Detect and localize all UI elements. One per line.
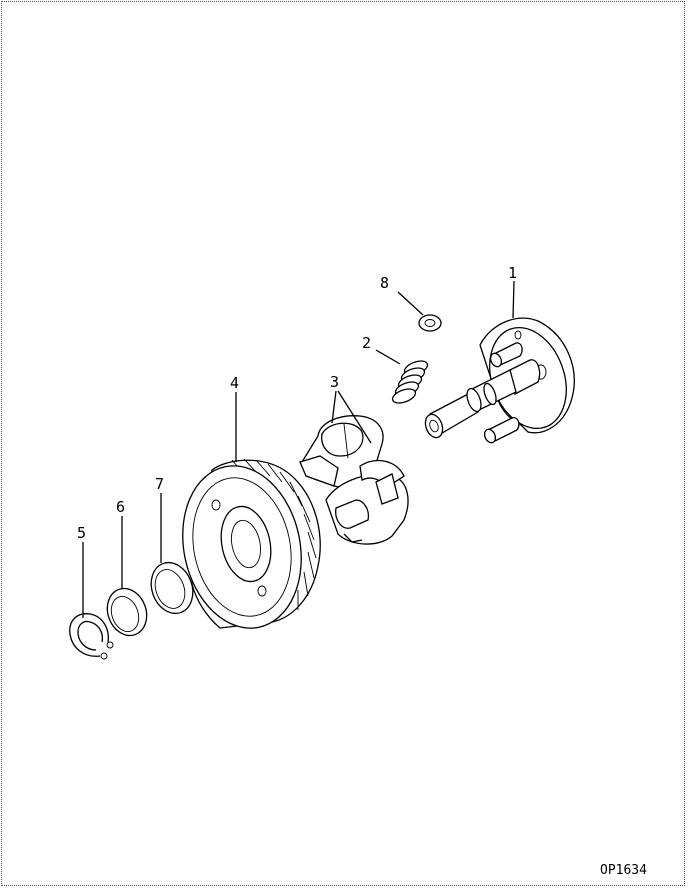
callout-1: 1 — [508, 264, 517, 282]
callout-2: 2 — [362, 334, 371, 352]
callout-4: 4 — [230, 374, 239, 392]
leader-lines — [82, 280, 515, 618]
callout-3: 3 — [330, 373, 339, 391]
part-1-pump-body — [424, 317, 575, 444]
callout-labels: 1 2 3 4 5 6 7 8 — [77, 264, 517, 542]
callout-7: 7 — [155, 475, 164, 493]
callout-5: 5 — [77, 524, 86, 542]
callout-6: 6 — [116, 498, 125, 516]
part-3-rotor — [299, 415, 409, 545]
part-4-gear — [182, 458, 321, 629]
part-2-spring — [391, 360, 429, 404]
part-7-ring — [150, 561, 194, 615]
drawing-code: OP1634 — [600, 863, 647, 878]
part-8-washer — [418, 314, 442, 332]
callout-8: 8 — [380, 274, 389, 292]
part-6-washer — [106, 587, 148, 637]
part-5-snap-ring — [69, 613, 114, 660]
